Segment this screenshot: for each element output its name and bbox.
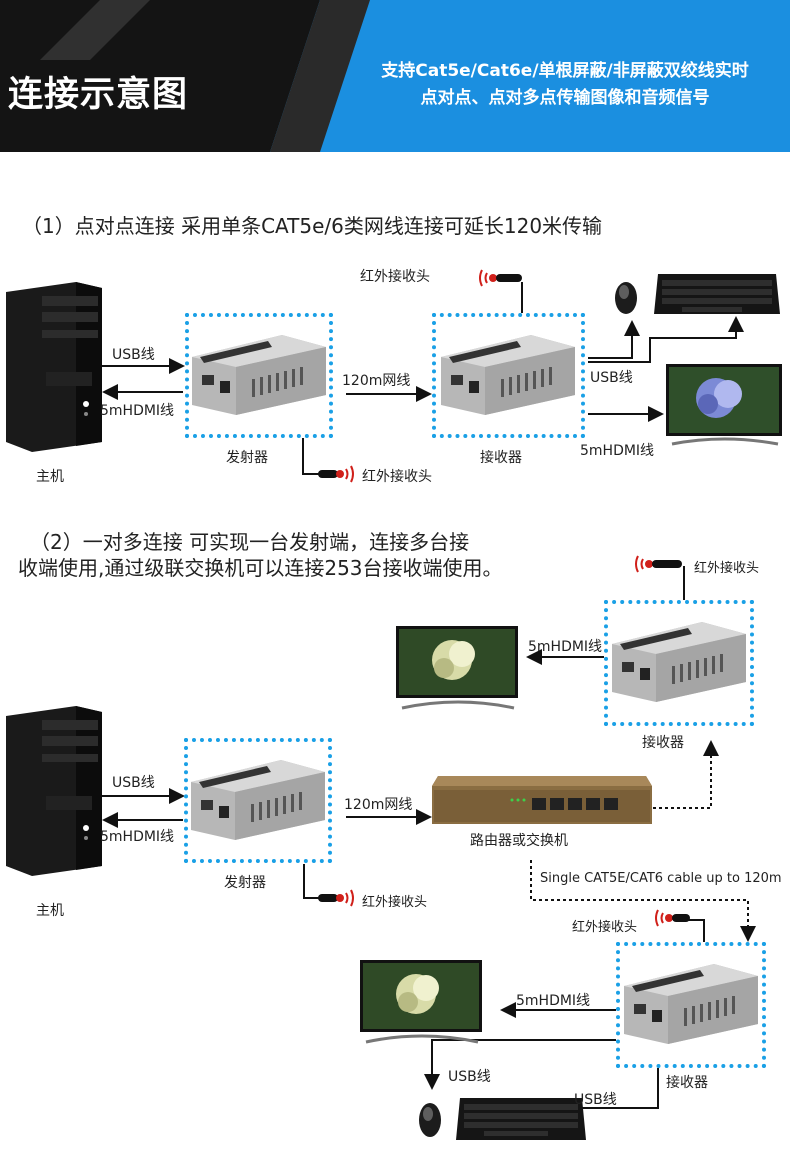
s1-usb-mouse-arrow [588, 320, 640, 359]
s1-host-label: 主机 [36, 469, 64, 485]
receiver-1-device [441, 335, 575, 415]
s2-rx2-hdmi-label: 5mHDMI线 [516, 993, 591, 1009]
section1-title: （1）点对点连接 采用单条CAT5e/6类网线连接可延长120米传输 [22, 214, 603, 238]
header-title: 连接示意图 [8, 75, 189, 115]
s2-rx2-usb-kbd-arrow [563, 1066, 659, 1116]
s1-usb-kbd-arrow [588, 316, 744, 363]
s2-host-label: 主机 [36, 903, 64, 919]
s2-rx2-usb-label2: USB线 [574, 1092, 617, 1108]
s2-rx2-usb-mouse-arrow [424, 1039, 616, 1090]
host-computer-2 [6, 706, 102, 876]
ir-receiver-icon-s1-bottom [318, 465, 354, 483]
s2-transmitter-label: 发射器 [224, 875, 266, 891]
host-computer-1 [6, 282, 102, 452]
s2-hdmi-label: 5mHDMI线 [100, 829, 175, 845]
header-background [0, 0, 790, 152]
s2-rx2-label: 接收器 [666, 1075, 708, 1091]
s2-switch-rx2-dotted [530, 860, 756, 942]
s2-rx2-ir-label: 红外接收头 [572, 920, 638, 935]
receiver-2b-device [624, 964, 758, 1044]
section2-title-line1: （2）一对多连接 可实现一台发射端，连接多台接 [30, 530, 470, 554]
keyboard-icon-s2 [456, 1098, 586, 1140]
transmitter-1-device [192, 335, 326, 415]
s1-rx-usb-label: USB线 [590, 370, 633, 386]
ir-receiver-icon-s2-tx [318, 889, 354, 907]
s1-usb-label: USB线 [112, 347, 155, 363]
mouse-icon-s2 [419, 1103, 441, 1137]
receiver-2a-device [612, 622, 746, 702]
s2-rx1-ir-label: 红外接收头 [694, 561, 760, 576]
s2-switch-rx1-dotted [653, 740, 719, 809]
header-subtitle-line2: 点对点、点对多点传输图像和音频信号 [420, 88, 710, 108]
ir-receiver-icon-s2-rx1 [635, 555, 682, 573]
s2-ir-line-tx [303, 864, 322, 899]
ir-receiver-icon-s2-rx2 [655, 909, 690, 927]
s2-rx2-usb-label1: USB线 [448, 1069, 491, 1085]
s1-hdmi-label: 5mHDMI线 [100, 403, 175, 419]
monitor-icon-s1 [666, 364, 782, 446]
s2-cable-note: Single CAT5E/CAT6 cable up to 120m [540, 871, 782, 886]
s2-cable-label: 120m网线 [344, 797, 413, 813]
s2-switch-label: 路由器或交换机 [470, 833, 568, 849]
monitor-icon-s2-top [396, 626, 518, 710]
s1-transmitter-label: 发射器 [226, 450, 268, 466]
s1-ir-label-bottom: 红外接收头 [362, 469, 432, 485]
mouse-icon-s1 [615, 282, 637, 314]
s1-ir-line-tx [302, 436, 322, 475]
s2-rx1-hdmi-label: 5mHDMI线 [528, 639, 603, 655]
s1-cable-label: 120m网线 [342, 373, 411, 389]
header-banner: 连接示意图 支持Cat5e/Cat6e/单根屏蔽/非屏蔽双绞线实时 点对点、点对… [0, 0, 790, 152]
section2-title-line2: 收端使用,通过级联交换机可以连接253台接收端使用。 [18, 556, 503, 580]
transmitter-2-device [191, 760, 325, 840]
router-switch-device [432, 776, 652, 824]
ir-receiver-icon-s1-top [479, 269, 522, 287]
s2-rx1-label: 接收器 [642, 735, 684, 751]
s1-rx-hdmi-label: 5mHDMI线 [580, 443, 655, 459]
header-subtitle-line1: 支持Cat5e/Cat6e/单根屏蔽/非屏蔽双绞线实时 [381, 61, 749, 81]
s2-ir-label-tx: 红外接收头 [362, 895, 428, 910]
monitor-icon-s2-bottom [360, 960, 482, 1044]
s2-usb-label: USB线 [112, 775, 155, 791]
s1-ir-label-top: 红外接收头 [360, 269, 430, 285]
s1-receiver-label: 接收器 [480, 450, 522, 466]
header-subtitle: 支持Cat5e/Cat6e/单根屏蔽/非屏蔽双绞线实时 点对点、点对多点传输图像… [345, 58, 785, 112]
keyboard-icon-s1 [654, 274, 780, 314]
